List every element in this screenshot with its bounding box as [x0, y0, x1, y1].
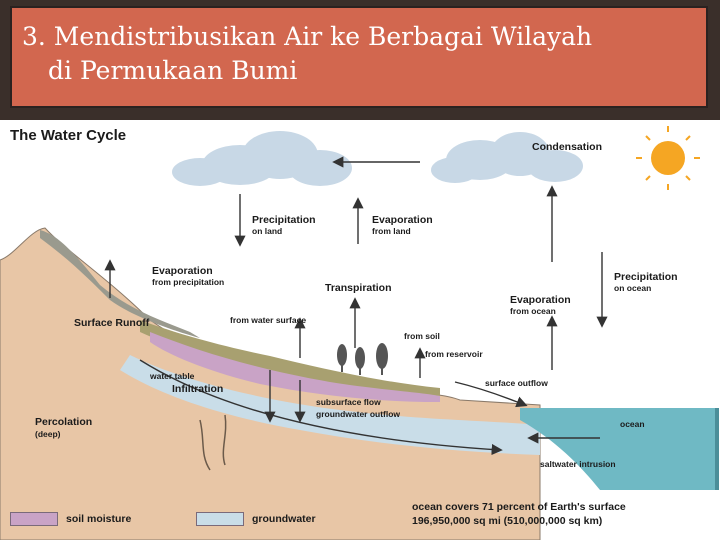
soil-moisture-zone [150, 332, 440, 402]
root-lines [199, 414, 227, 471]
label-subsurface-flow: subsurface flow [316, 397, 381, 407]
label-surface-runoff: Surface Runoff [74, 317, 150, 329]
title-bar: 3. Mendistribusikan Air ke Berbagai Wila… [0, 0, 720, 120]
sun-icon [636, 126, 700, 190]
vegetation-band [140, 320, 440, 396]
label-surface-outflow: surface outflow [485, 378, 548, 388]
legend-label-soil-moisture: soil moisture [66, 513, 132, 525]
slide-title-line1: 3. Mendistribusikan Air ke Berbagai Wila… [22, 22, 593, 51]
slide-title-line2: di Permukaan Bumi [48, 56, 298, 85]
tree-icons [337, 343, 388, 375]
label-from-soil: from soil [404, 331, 440, 341]
label-precip-land-2: on land [252, 226, 283, 236]
label-evap-land-2: from land [372, 226, 411, 236]
cloud-left-icon [172, 131, 352, 186]
ocean-body [520, 408, 715, 490]
label-evap-ocean-1: Evaporation [510, 294, 571, 306]
label-infiltration: Infiltration [172, 383, 224, 395]
label-transpiration: Transpiration [325, 282, 392, 294]
legend-swatch-soil-moisture [10, 512, 58, 526]
label-water-table: water table [150, 371, 195, 381]
label-saltwater-intrusion: saltwater intrusion [540, 459, 616, 469]
label-precip-land-1: Precipitation [252, 214, 316, 226]
label-condensation: Condensation [532, 141, 602, 153]
label-evap-ocean-2: from ocean [510, 306, 556, 316]
diagram-illustration [0, 126, 719, 540]
legend-swatch-groundwater [196, 512, 244, 526]
label-precip-ocean-2: on ocean [614, 283, 652, 293]
label-evap-precip-1: Evaporation [152, 265, 213, 277]
cloud-right-icon [431, 132, 583, 183]
label-percolation-2: (deep) [35, 429, 61, 439]
label-ocean: ocean [620, 419, 645, 429]
label-from-reservoir: from reservoir [425, 349, 483, 359]
footnote-line2: 196,950,000 sq mi (510,000,000 sq km) [412, 515, 603, 527]
legend-label-groundwater: groundwater [252, 513, 316, 525]
groundwater-zone [120, 355, 540, 455]
label-evap-precip-2: from precipitation [152, 277, 225, 287]
label-precip-ocean-1: Precipitation [614, 271, 678, 283]
label-groundwater-outflow: groundwater outflow [316, 409, 401, 419]
water-cycle-diagram: The Water Cycle Condensation Precipitati… [0, 120, 720, 540]
title-box: 3. Mendistribusikan Air ke Berbagai Wila… [10, 6, 708, 108]
label-from-water-surface: from water surface [230, 315, 307, 325]
diagram-heading: The Water Cycle [10, 127, 127, 144]
label-evap-land-1: Evaporation [372, 214, 433, 226]
label-percolation-1: Percolation [35, 416, 93, 428]
mountain-slope [40, 230, 200, 338]
footnote-line1: ocean covers 71 percent of Earth's surfa… [412, 501, 626, 513]
